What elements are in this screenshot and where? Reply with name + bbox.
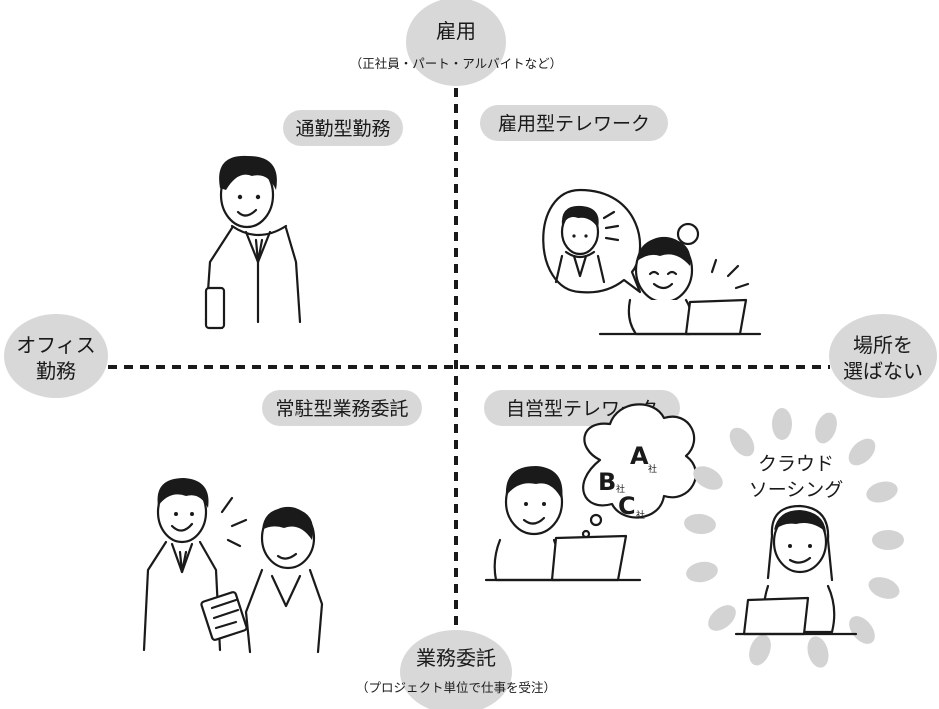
axis-right-line2: 選ばない (843, 359, 923, 383)
quadrant-top-left-text: 通勤型勤務 (295, 118, 390, 140)
client-b-suffix: 社 (616, 483, 625, 495)
quadrant-label-top-right: 雇用型テレワーク (480, 105, 668, 141)
quadrant-label-bottom-left: 常駐型業務委託 (262, 390, 422, 426)
on-site-contractor-illustration (142, 478, 324, 654)
client-b-label: B (598, 468, 616, 496)
axis-bottom-subtitle: （プロジェクト単位で仕事を受注） (356, 680, 556, 695)
axis-top-subtitle: （正社員・パート・アルバイトなど） (350, 56, 562, 71)
quadrant-bottom-left-text: 常駐型業務委託 (275, 398, 408, 420)
crowdsourcing-line2: ソーシング (749, 479, 844, 501)
burst-rays (684, 408, 904, 668)
axis-left-line1: オフィス (16, 333, 96, 357)
client-a-suffix: 社 (648, 463, 657, 475)
crowdsourcing-illustration: クラウド ソーシング (684, 408, 904, 668)
axis-label-right: 場所を 選ばない (829, 314, 937, 398)
quadrant-top-right-text: 雇用型テレワーク (498, 113, 650, 135)
axis-label-top: 雇用 （正社員・パート・アルバイトなど） (350, 0, 562, 86)
axis-left-line2: 勤務 (36, 359, 76, 383)
employed-teleworker-illustration (542, 188, 762, 336)
client-c-suffix: 社 (636, 509, 645, 521)
crowdsourcing-line1: クラウド (758, 453, 834, 475)
client-a-label: A (630, 442, 649, 470)
axis-top-title: 雇用 (436, 19, 476, 43)
axis-right-line1: 場所を (853, 333, 913, 357)
axis-bottom-title: 業務委託 (416, 646, 496, 670)
quadrant-label-top-left: 通勤型勤務 (283, 110, 403, 146)
client-c-label: C (618, 492, 636, 520)
axis-label-left: オフィス 勤務 (4, 314, 108, 398)
axis-label-bottom: 業務委託 （プロジェクト単位で仕事を受注） (356, 630, 556, 709)
self-employed-teleworker-illustration: A 社 B 社 C 社 (484, 403, 697, 582)
office-worker-illustration (204, 155, 302, 330)
